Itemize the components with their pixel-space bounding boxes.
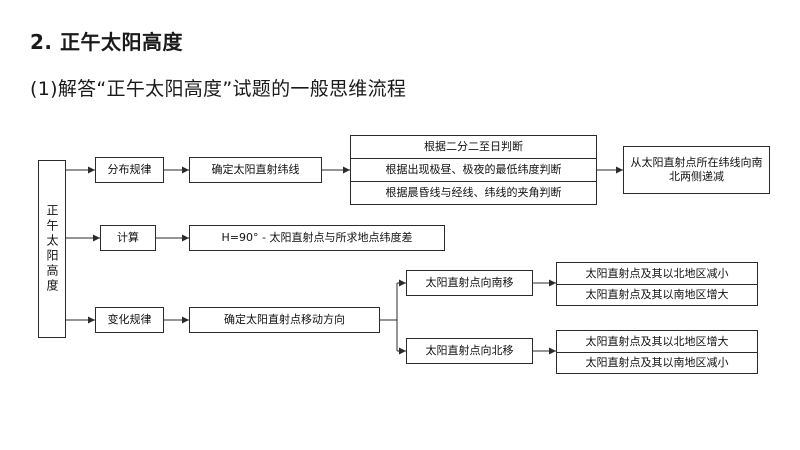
root-node-label: 正午太阳高度 (45, 204, 59, 294)
movement-southward-results: 太阳直射点及其以北地区减小 太阳直射点及其以南地区增大 (556, 262, 758, 306)
judgement-method-1: 根据二分二至日判断 (424, 140, 523, 154)
movement-northward-result-2: 太阳直射点及其以南地区减小 (557, 352, 757, 373)
branch-variation: 变化规律 (95, 307, 164, 333)
judgement-method-group: 根据二分二至日判断 根据出现极昼、极夜的最低纬度判断 根据晨昏线与经线、纬线的夹… (350, 135, 597, 205)
step-altitude-formula: H=90° - 太阳直射点与所求地点纬度差 (189, 225, 445, 251)
page-title: 2. 正午太阳高度 (30, 30, 183, 54)
movement-southward-label: 太阳直射点向南移 (406, 270, 533, 296)
movement-northward-label: 太阳直射点向北移 (406, 338, 533, 364)
judgement-method-3: 根据晨昏线与经线、纬线的夹角判断 (351, 181, 596, 204)
root-node: 正午太阳高度 (38, 160, 66, 338)
movement-northward-result-1: 太阳直射点及其以北地区增大 (585, 334, 729, 348)
judgement-method-2: 根据出现极昼、极夜的最低纬度判断 (351, 158, 596, 181)
judgement-result: 从太阳直射点所在纬线向南北两侧递减 (623, 146, 770, 194)
branch-distribution: 分布规律 (95, 157, 164, 183)
branch-calculation: 计算 (100, 225, 156, 251)
movement-southward-result-2: 太阳直射点及其以南地区增大 (557, 284, 757, 305)
step-determine-movement-direction: 确定太阳直射点移动方向 (189, 307, 380, 333)
movement-southward-result-1: 太阳直射点及其以北地区减小 (585, 266, 729, 280)
step-determine-declination-latitude: 确定太阳直射纬线 (189, 157, 322, 183)
movement-northward-results: 太阳直射点及其以北地区增大 太阳直射点及其以南地区减小 (556, 330, 758, 374)
page-subtitle: (1)解答“正午太阳高度”试题的一般思维流程 (30, 78, 407, 100)
